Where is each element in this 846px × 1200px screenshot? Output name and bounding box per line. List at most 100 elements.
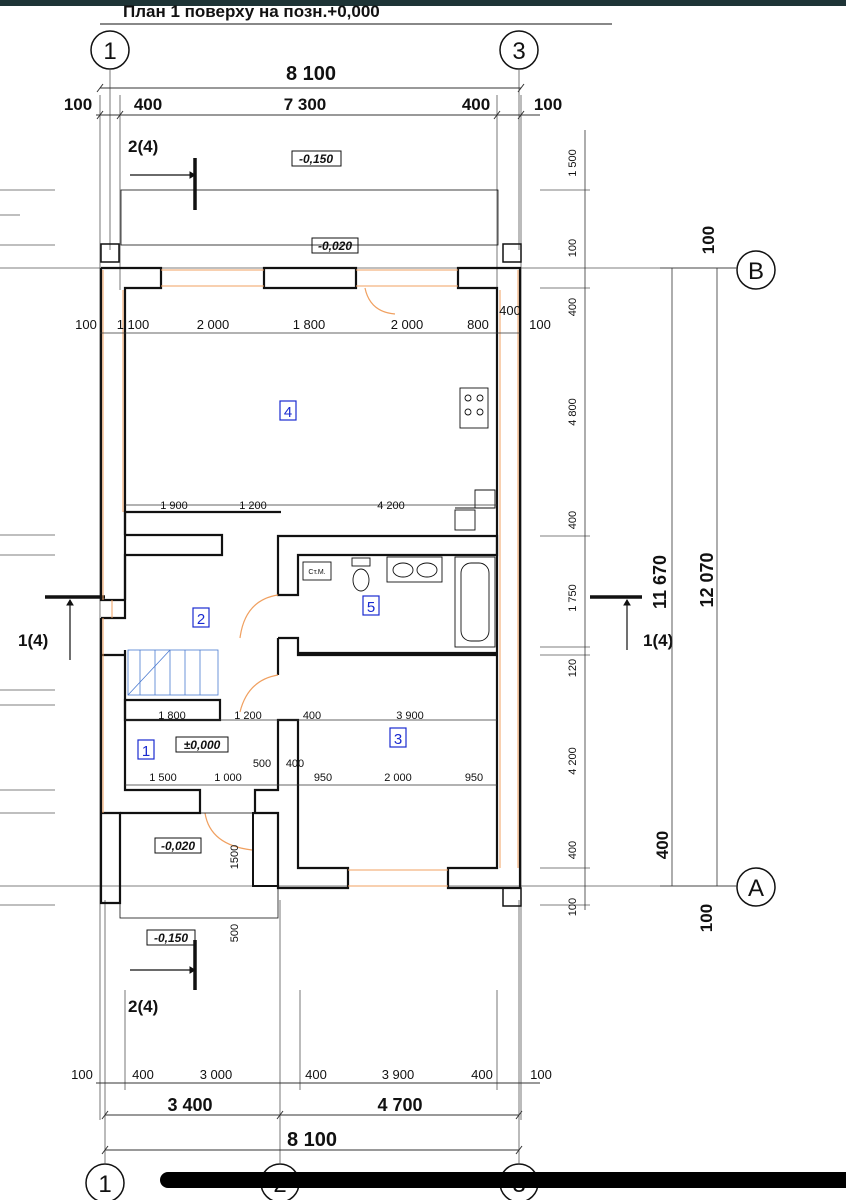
dim-bottom-total: 8 100 — [287, 1129, 337, 1151]
dim-top-400-right: 400 — [462, 95, 490, 114]
dim-right-100b: 100 — [567, 898, 579, 916]
section-mark-bottom — [130, 940, 197, 990]
dim-row-800: 800 — [467, 317, 489, 332]
dim-1000: 1 000 — [214, 772, 242, 784]
dim-right-big-100-top: 100 — [699, 226, 718, 254]
dim-950b: 950 — [465, 772, 483, 784]
room-tag-2: 2 — [192, 607, 210, 628]
dim-top-100-left: 100 — [64, 95, 92, 114]
dim-bottom-100-right: 100 — [530, 1067, 552, 1082]
doors — [204, 287, 396, 851]
staircase — [127, 649, 219, 696]
svg-text:5: 5 — [367, 599, 375, 616]
dim-right-400c: 400 — [567, 841, 579, 859]
washing-machine-label: Ст.М. — [308, 569, 325, 576]
dim-right-1500: 1 500 — [567, 149, 579, 177]
dim-top-100-right: 100 — [534, 95, 562, 114]
axis-marker-1-bottom: 1 — [85, 1163, 125, 1200]
entrance-porch — [119, 812, 279, 919]
dim-950a: 950 — [314, 772, 332, 784]
svg-text:3: 3 — [394, 731, 402, 748]
svg-text:B: B — [748, 258, 764, 285]
dim-right-120: 120 — [567, 659, 579, 677]
bottom-dimension-lines — [96, 1082, 540, 1155]
dim-right-400b: 400 — [567, 511, 579, 529]
dim-400a: 400 — [303, 710, 321, 722]
svg-text:3: 3 — [512, 38, 525, 65]
washing-machine — [302, 561, 332, 581]
top-status-bar — [0, 0, 846, 6]
walls — [99, 266, 522, 905]
dim-1900: 1 900 — [160, 500, 188, 512]
level-tag-bottom: -0,150 — [154, 931, 188, 945]
sink — [386, 556, 443, 583]
dim-porch-500: 500 — [229, 924, 241, 942]
row-dimension-lines — [100, 332, 520, 786]
level-tag-balcony: -0,020 — [318, 239, 352, 253]
dim-500: 500 — [253, 758, 271, 770]
dim-right-12070: 12 070 — [697, 552, 717, 607]
dim-porch-1500: 1500 — [229, 845, 241, 869]
svg-text:2: 2 — [197, 611, 205, 628]
dim-bottom-4700: 4 700 — [377, 1095, 422, 1115]
dim-4200: 4 200 — [377, 500, 405, 512]
svg-text:1: 1 — [98, 1171, 111, 1198]
dim-right-4800: 4 800 — [567, 398, 579, 426]
toilet — [351, 557, 371, 592]
dim-right-big-100-bottom: 100 — [697, 904, 716, 932]
home-indicator-bar — [160, 1172, 846, 1188]
level-tag-zero-frame — [175, 736, 229, 753]
dim-1800: 1 800 — [158, 710, 186, 722]
dim-bottom-3400: 3 400 — [167, 1095, 212, 1115]
stove — [459, 387, 489, 429]
dim-top-400-left: 400 — [134, 95, 162, 114]
dim-bottom-100-left: 100 — [71, 1067, 93, 1082]
dim-bottom-400a: 400 — [132, 1067, 154, 1082]
level-tag-top: -0,150 — [299, 152, 333, 166]
dim-row-100: 100 — [75, 317, 97, 332]
dim-2000: 2 000 — [384, 772, 412, 784]
dim-right-100a: 100 — [567, 239, 579, 257]
svg-text:1: 1 — [142, 743, 150, 760]
level-tag-balcony-frame — [311, 237, 359, 254]
room-tag-4: 4 — [279, 400, 297, 421]
dim-1200b: 1 200 — [234, 710, 262, 722]
svg-text:A: A — [748, 875, 764, 902]
dim-right-11670: 11 670 — [650, 555, 670, 609]
right-dimension-lines — [584, 130, 737, 910]
dim-row-1100: 1 100 — [117, 317, 150, 332]
grid-lines — [0, 69, 737, 1164]
dim-bottom-400c: 400 — [471, 1067, 493, 1082]
room-tag-1: 1 — [137, 739, 155, 760]
columns — [100, 243, 522, 907]
svg-text:4: 4 — [284, 404, 292, 421]
section-label-right: 1(4) — [643, 631, 673, 650]
windows — [102, 269, 519, 887]
section-mark-right — [590, 595, 642, 650]
dim-bottom-3900: 3 900 — [382, 1067, 415, 1082]
dim-400b: 400 — [286, 758, 304, 770]
dim-3900: 3 900 — [396, 710, 424, 722]
dim-bottom-3000: 3 000 — [200, 1067, 233, 1082]
axis-marker-1-top: 1 — [90, 30, 130, 70]
dim-right-4200: 4 200 — [567, 747, 579, 775]
dim-row-1800: 1 800 — [293, 317, 326, 332]
dim-row-2000b: 2 000 — [391, 317, 424, 332]
top-dimension-lines — [96, 83, 540, 120]
dim-row-100b: 100 — [529, 317, 551, 332]
svg-text:1: 1 — [103, 38, 116, 65]
level-tag-entrance: -0,020 — [161, 839, 195, 853]
entrance-terrace-top — [120, 189, 499, 246]
dim-top-7300: 7 300 — [284, 95, 327, 114]
dim-row-400: 400 — [499, 303, 521, 318]
level-tag-zero: ±0,000 — [184, 738, 221, 752]
plan-title: План 1 поверху на позн.+0,000 — [123, 2, 380, 21]
axis-marker-3-top: 3 — [499, 30, 539, 70]
dim-1200a: 1 200 — [239, 500, 267, 512]
section-label-top: 2(4) — [128, 137, 158, 156]
level-tag-bottom-frame — [146, 929, 196, 946]
axis-marker-A: A — [736, 867, 776, 907]
level-tag-top-frame — [291, 150, 342, 167]
level-tag-entrance-frame — [154, 837, 202, 854]
